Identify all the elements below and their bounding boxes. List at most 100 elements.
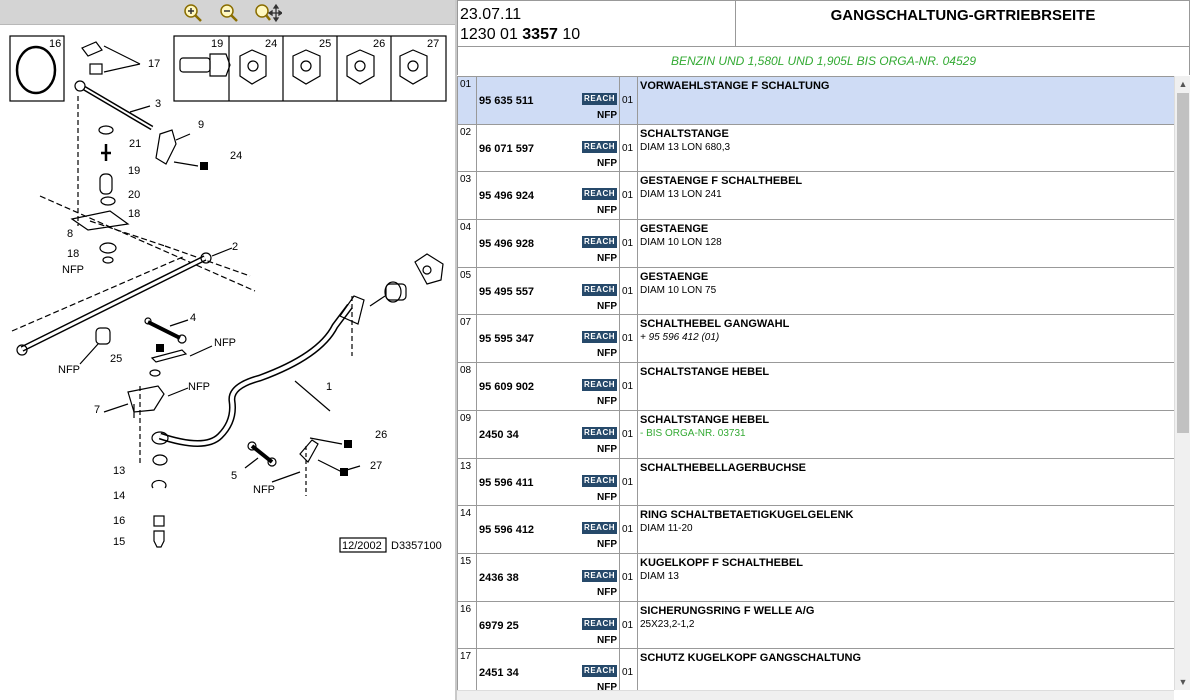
part-number[interactable]: 95 496 924 (479, 190, 535, 203)
row-index: 03 (460, 174, 472, 186)
callout-15: 15 (113, 536, 125, 548)
callout-nfp-4: NFP (253, 484, 275, 496)
reach-badge[interactable]: REACH (582, 188, 617, 201)
part-number[interactable]: 95 609 902 (479, 381, 535, 394)
reach-badge[interactable]: REACH (582, 331, 617, 344)
zoom-toolbar (0, 0, 455, 25)
row-index: 13 (460, 460, 472, 472)
ref-suffix: 10 (557, 26, 581, 43)
part-number[interactable]: 95 595 347 (479, 333, 535, 346)
quantity: 01 (619, 363, 637, 410)
callout-16b: 16 (113, 515, 125, 527)
exploded-parts-diagram: 16 17 19 24 25 26 27 3 9 21 24 19 20 18 … (9, 35, 447, 553)
callout-26: 26 (373, 38, 385, 50)
part-note: DIAM 10 LON 128 (640, 237, 722, 249)
reach-badge[interactable]: REACH (582, 665, 617, 678)
nfp-label: NFP (597, 539, 617, 551)
reach-badge[interactable]: REACH (582, 379, 617, 392)
reach-badge[interactable]: REACH (582, 522, 617, 535)
callout-13: 13 (113, 465, 125, 477)
reach-badge[interactable]: REACH (582, 93, 617, 105)
part-description: SICHERUNGSRING F WELLE A/G (640, 604, 815, 617)
reach-badge[interactable]: REACH (582, 569, 617, 582)
zoom-in-icon[interactable] (183, 3, 203, 23)
quantity: 01 (619, 410, 637, 458)
reach-badge[interactable]: REACH (582, 283, 617, 296)
reach-badge[interactable]: REACH (582, 236, 617, 249)
row-index: 01 (460, 79, 472, 90)
header-reference: 1230 01 3357 10 (460, 24, 735, 45)
quantity: 01 (619, 220, 637, 267)
page-title: GANGSCHALTUNG-GRTRIEBRSEITE (830, 7, 1096, 24)
part-number[interactable]: 2436 38 (479, 571, 519, 584)
callout-5: 5 (231, 470, 237, 482)
callout-27b: 27 (370, 460, 382, 472)
callout-14: 14 (113, 490, 125, 502)
description-cell: SCHALTSTANGE HEBEL- BIS ORGA-NR. 03731 (637, 410, 1174, 458)
pane-splitter[interactable] (455, 0, 457, 700)
vertical-scrollbar[interactable]: ▲ ▼ (1174, 76, 1190, 690)
part-note: DIAM 13 LON 680,3 (640, 141, 731, 153)
reach-badge[interactable]: REACH (582, 426, 617, 439)
part-description: SCHALTHEBEL GANGWAHL (640, 318, 790, 331)
reach-badge[interactable]: REACH (582, 617, 617, 630)
part-cell: 2450 34 REACH NFP (476, 410, 619, 458)
part-description: SCHALTSTANGE HEBEL (640, 366, 770, 379)
zoom-out-icon[interactable] (219, 3, 239, 23)
part-number[interactable]: 95 495 557 (479, 285, 535, 298)
horizontal-scrollbar[interactable] (457, 690, 1174, 700)
part-number[interactable]: 2450 34 (479, 428, 519, 441)
row-index: 08 (460, 365, 472, 377)
part-number[interactable]: 95 596 411 (479, 476, 534, 489)
part-note: DIAM 10 LON 75 (640, 284, 717, 296)
scroll-down-icon[interactable]: ▼ (1178, 677, 1188, 687)
description-cell: SCHALTHEBELLAGERBUCHSE (637, 458, 1174, 506)
part-number[interactable]: 6979 25 (479, 619, 519, 632)
part-note: + 95 596 412 (01) (640, 332, 720, 344)
part-description: VORWAEHLSTANGE F SCHALTUNG (640, 80, 830, 92)
reach-badge[interactable]: REACH (582, 140, 617, 153)
reach-badge[interactable]: REACH (582, 474, 617, 487)
callout-21: 21 (129, 138, 141, 150)
quantity: 01 (619, 458, 637, 506)
header-info: 23.07.11 1230 01 3357 10 (458, 1, 736, 46)
pan-zoom-icon[interactable] (254, 3, 284, 23)
callout-9: 9 (198, 119, 204, 131)
callout-17: 17 (148, 58, 160, 70)
quantity: 01 (619, 172, 637, 220)
part-number[interactable]: 95 635 511 (479, 95, 534, 107)
part-description: GESTAENGE (640, 270, 709, 283)
part-description: GESTAENGE F SCHALTHEBEL (640, 175, 803, 188)
scroll-up-icon[interactable]: ▲ (1178, 79, 1188, 89)
callout-nfp-1: NFP (62, 264, 84, 276)
part-number[interactable]: 95 596 412 (479, 524, 535, 537)
part-number[interactable]: 95 496 928 (479, 238, 535, 251)
callout-3: 3 (155, 98, 161, 110)
row-index: 15 (460, 555, 472, 567)
callout-4: 4 (190, 312, 196, 324)
part-note: DIAM 11-20 (640, 523, 693, 535)
part-number[interactable]: 96 071 597 (479, 142, 535, 155)
part-number[interactable]: 2451 34 (479, 667, 519, 680)
callout-7: 7 (94, 404, 100, 416)
scroll-thumb[interactable] (1177, 93, 1189, 433)
nfp-label: NFP (597, 443, 617, 455)
diagram-pane: 16 17 19 24 25 26 27 3 9 21 24 19 20 18 … (0, 0, 455, 700)
